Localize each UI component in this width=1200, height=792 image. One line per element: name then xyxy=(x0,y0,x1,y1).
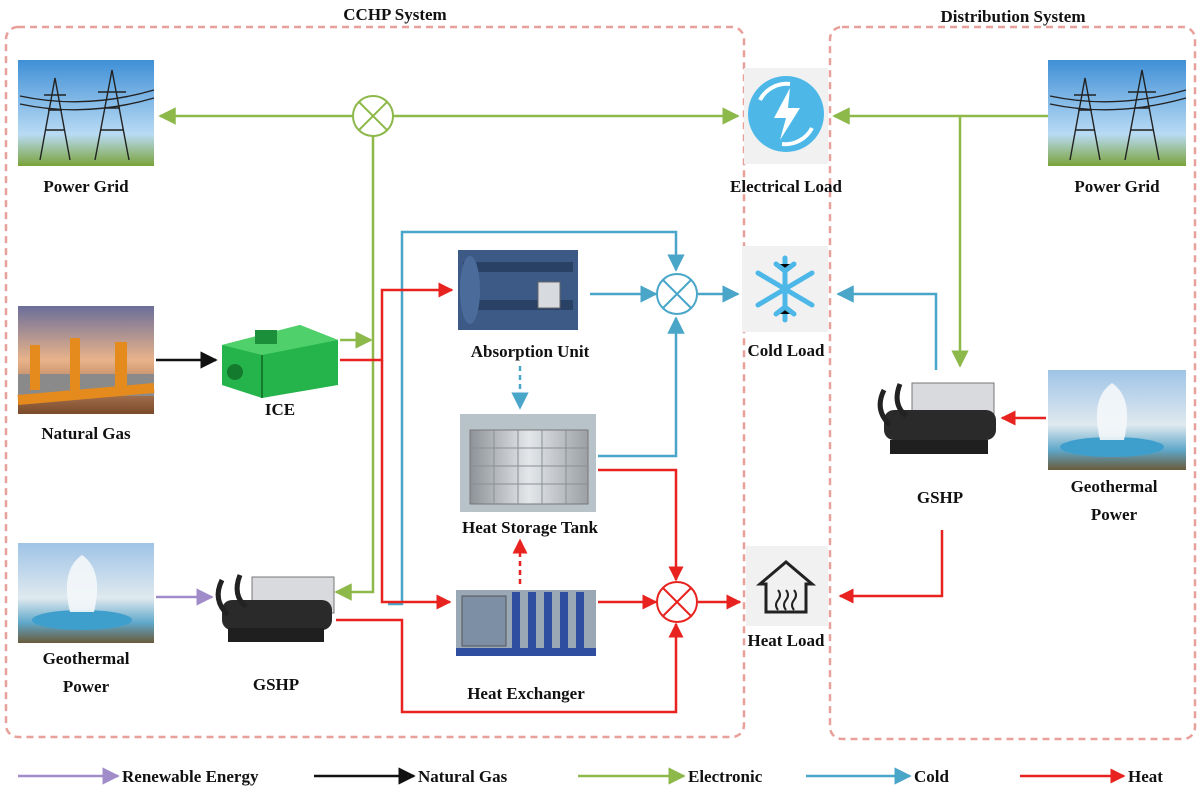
ice-image xyxy=(222,325,338,398)
cchp-system-title: CCHP System xyxy=(343,5,446,24)
geothermal-right-label-line1: Geothermal xyxy=(1071,477,1158,496)
heat-storage-tank-image xyxy=(460,414,596,512)
gshp-right-image xyxy=(877,382,996,454)
geothermal-left-image xyxy=(18,543,154,643)
legend-renewable-label: Renewable Energy xyxy=(122,767,259,786)
house-heat-load-icon xyxy=(746,546,828,626)
legend: Renewable Energy Natural Gas Electronic … xyxy=(18,767,1163,786)
power-grid-right-label: Power Grid xyxy=(1074,177,1160,196)
electrical-load-label: Electrical Load xyxy=(730,177,842,196)
cchp-system-frame xyxy=(4,25,746,739)
gshp-left-label: GSHP xyxy=(253,675,299,694)
power-grid-left-image xyxy=(18,60,155,166)
absorption-unit-image xyxy=(458,250,578,330)
absorption-unit-label: Absorption Unit xyxy=(471,342,590,361)
cold-flows xyxy=(388,230,938,606)
power-grid-right-image xyxy=(1048,60,1187,166)
geothermal-right-image xyxy=(1048,370,1186,470)
geothermal-right-label-line2: Power xyxy=(1091,505,1138,524)
electric-junction-symbol xyxy=(352,95,394,137)
electronic-flows xyxy=(158,107,1048,601)
legend-electronic-label: Electronic xyxy=(688,767,763,786)
geothermal-left-label-line1: Geothermal xyxy=(43,649,130,668)
legend-cold-label: Cold xyxy=(914,767,950,786)
heat-junction-symbol xyxy=(656,581,698,623)
heat-storage-tank-label: Heat Storage Tank xyxy=(462,518,599,537)
cold-junction-symbol xyxy=(656,273,698,315)
legend-natural-gas-label: Natural Gas xyxy=(418,767,508,786)
legend-heat-label: Heat xyxy=(1128,767,1163,786)
distribution-system-title: Distribution System xyxy=(941,7,1086,26)
gshp-left-image xyxy=(215,574,335,642)
heat-exchanger-image xyxy=(456,590,596,656)
power-grid-left-label: Power Grid xyxy=(43,177,129,196)
cold-load-label: Cold Load xyxy=(748,341,826,360)
heat-exchanger-label: Heat Exchanger xyxy=(467,684,585,703)
snowflake-load-icon xyxy=(742,246,828,332)
distribution-system-frame xyxy=(828,25,1197,741)
geothermal-left-label-line2: Power xyxy=(63,677,110,696)
ice-label: ICE xyxy=(265,400,295,419)
heat-flows xyxy=(336,282,1046,714)
gshp-right-label: GSHP xyxy=(917,488,963,507)
lightning-load-icon xyxy=(744,68,828,164)
natural-gas-image xyxy=(17,306,155,414)
natural-gas-label: Natural Gas xyxy=(41,424,131,443)
heat-load-label: Heat Load xyxy=(748,631,826,650)
